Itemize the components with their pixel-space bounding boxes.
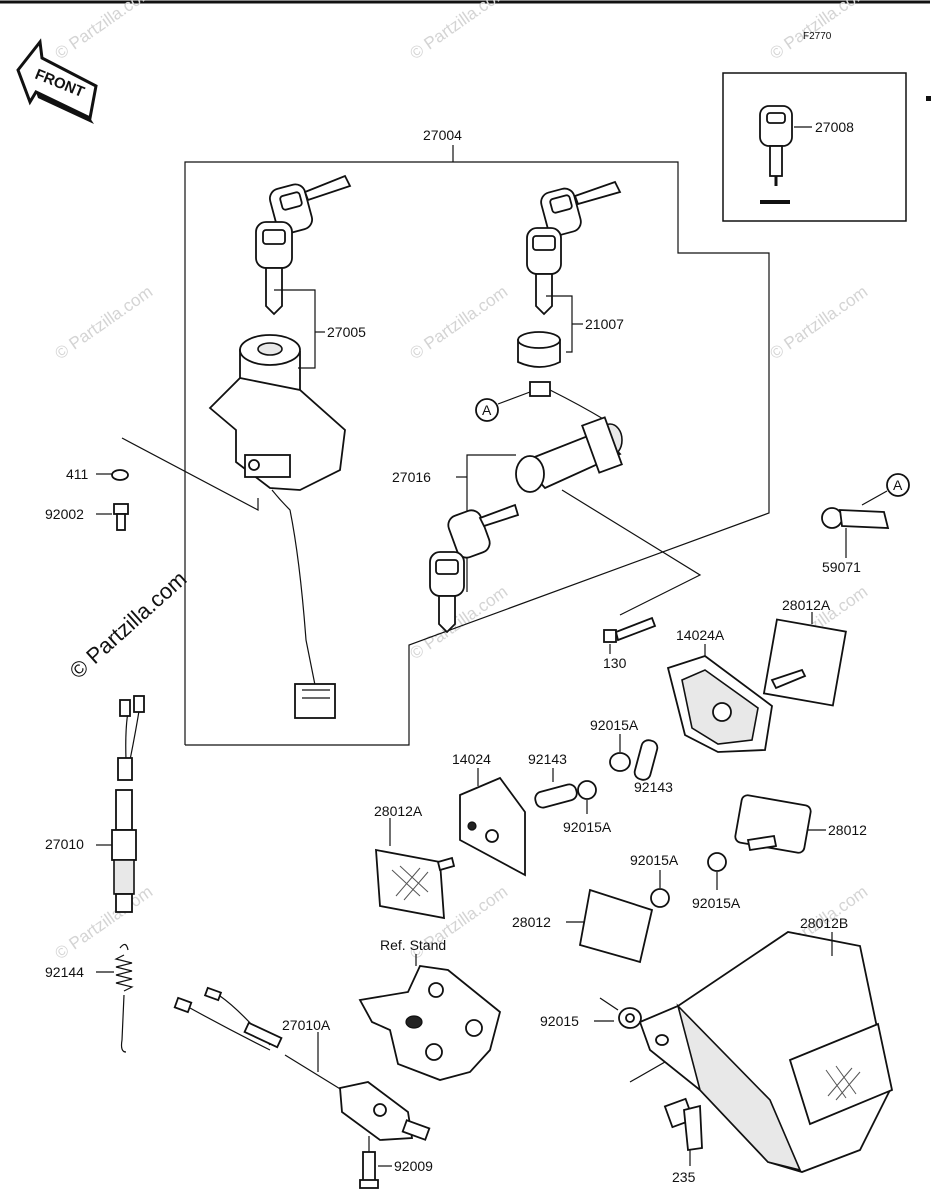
bracket-14024: 14024 [452,751,526,877]
callout-27004: 27004 [423,127,462,143]
svg-text:© Partzilla.com: © Partzilla.com [51,0,156,63]
callout-A-top: A [482,402,492,418]
reflector-28012A-left: 28012A [374,803,456,920]
reflector-28012A-top: 28012A [762,597,847,707]
callout-92015: 92015 [540,1013,579,1029]
callout-28012A-left: 28012A [374,803,423,819]
svg-text:© Partzilla.com: © Partzilla.com [51,282,156,363]
svg-text:© Partzilla.com: © Partzilla.com [406,0,511,63]
ignition-switch-27005: 27005 [208,289,366,719]
watermark-main: © Partzilla.com [65,566,192,684]
callout-92009: 92009 [394,1158,433,1174]
callout-28012-right: 28012 [828,822,867,838]
callout-27016: 27016 [392,469,431,485]
sensor-27010: 27010 [45,695,145,913]
right-edge-mark [926,96,931,101]
nuts-spacers-upper: 92015A 92143 92143 92015A [528,717,673,835]
callout-27005: 27005 [327,324,366,340]
bolt-130: 130 [603,616,657,671]
bracket-14024A: 14024A [666,627,773,753]
washer-and-bolt: 411 92002 [45,437,259,531]
bracket-59071: A 59071 [821,473,910,575]
callout-92143-1: 92143 [634,779,673,795]
callout-27010: 27010 [45,836,84,852]
callout-92015A-3: 92015A [630,852,679,868]
callout-28012-mid: 28012 [512,914,551,930]
callout-21007: 21007 [585,316,624,332]
switch-27010A: 27010A [173,986,431,1141]
callout-92144: 92144 [45,964,84,980]
light-28012-mid: 28012 [512,888,654,964]
nuts-lower: 92015A 92015A [630,852,741,911]
lock-keys-21007: 21007 [517,180,624,368]
callout-14024A: 14024A [676,627,725,643]
svg-text:© Partzilla.com: © Partzilla.com [51,882,156,963]
label-ref-stand: Ref. Stand [380,937,446,953]
callout-92002: 92002 [45,506,84,522]
bolt-92009: 92009 [359,1136,433,1189]
callout-27008: 27008 [815,119,854,135]
callout-92015A-4: 92015A [692,895,741,911]
ref-stand: Ref. Stand [358,937,502,1081]
callout-14024: 14024 [452,751,491,767]
seat-lock-27016: A 27016 [392,381,702,634]
tail-housing-28012B: 28012B [638,915,894,1173]
svg-text:© Partzilla.com: © Partzilla.com [406,282,511,363]
callout-A-right: A [893,477,903,493]
callout-92143-2: 92143 [528,751,567,767]
callout-235: 235 [672,1169,696,1185]
callout-92015A-1: 92015A [590,717,639,733]
callout-28012A-top: 28012A [782,597,831,613]
svg-text:© Partzilla.com: © Partzilla.com [766,282,871,363]
ignition-keys [255,174,352,316]
assembly-27004-outline: 27004 [184,127,770,746]
key-27008-box: 27008 [722,72,907,222]
callout-92015A-2: 92015A [563,819,612,835]
light-28012-right: 28012 [734,794,867,854]
callout-28012B: 28012B [800,915,848,931]
spring-92144: 92144 [45,943,134,1053]
figure-code: F2770 [803,31,832,42]
callout-411: 411 [66,466,89,482]
callout-59071: 59071 [822,559,861,575]
callout-27010A: 27010A [282,1017,331,1033]
callout-130: 130 [603,655,627,671]
